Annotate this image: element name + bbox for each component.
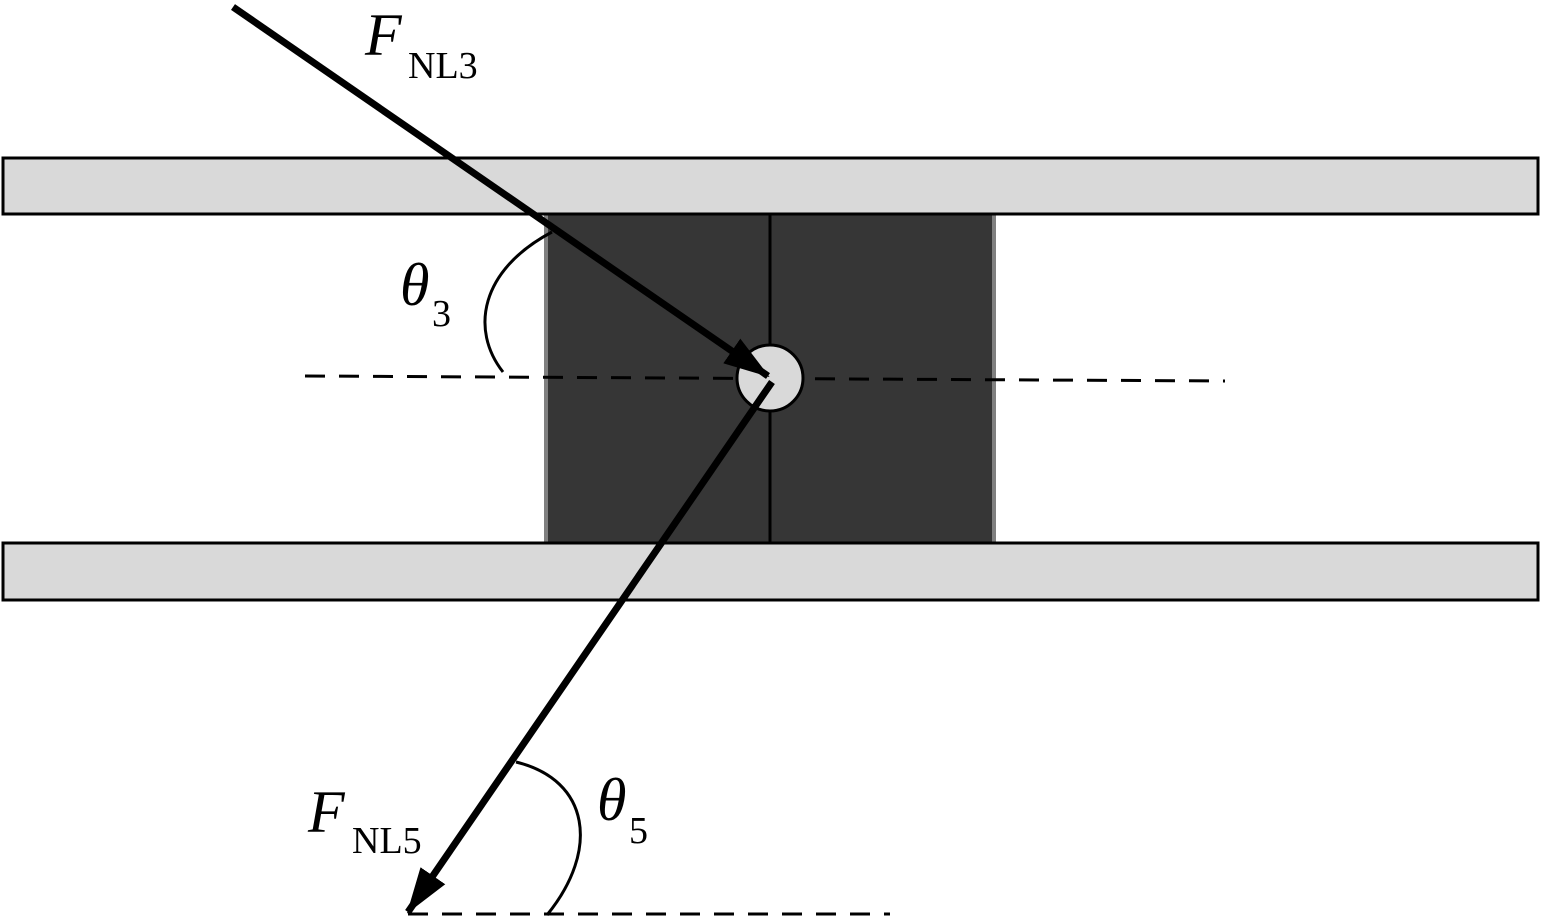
label-angle-theta3: θ 3 [400,252,451,335]
label-force-nl3: F NL3 [364,2,478,87]
label-angle-theta5: θ 5 [597,767,648,852]
label-force-nl5-subscript: NL5 [352,820,422,862]
pin-joint [735,343,805,413]
angle-theta5-arc [515,760,582,916]
force-nl5-arrow [405,380,775,914]
label-angle-theta3-symbol: θ [400,252,429,318]
label-angle-theta5-symbol: θ [597,767,626,833]
label-force-nl3-subscript: NL3 [408,45,478,87]
label-force-nl5-symbol: F [307,779,346,845]
label-force-nl3-symbol: F [364,2,403,68]
top-plate [1,156,1540,216]
label-angle-theta5-subscript: 5 [629,810,648,852]
angle-theta3-arc [483,230,553,373]
label-force-nl5: F NL5 [307,779,422,862]
force-nl3-arrow [231,4,770,379]
label-angle-theta3-subscript: 3 [432,293,451,335]
bottom-plate [1,541,1540,602]
